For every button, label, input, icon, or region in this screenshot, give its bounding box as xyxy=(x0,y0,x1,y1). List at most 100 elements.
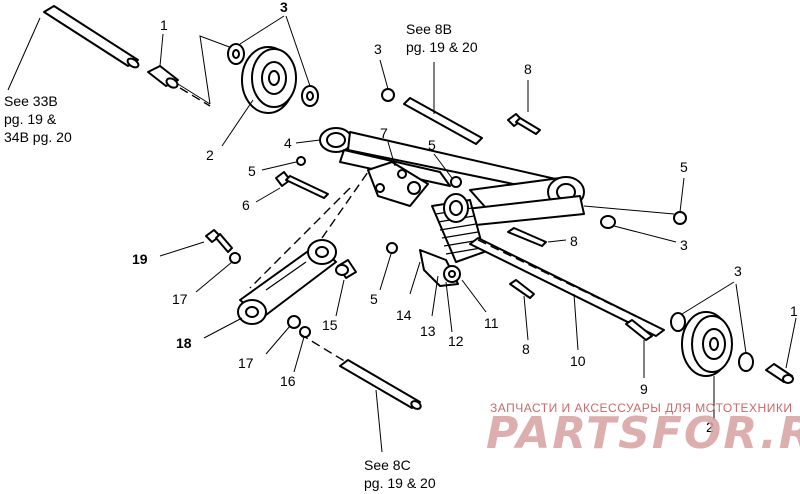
bolt-8-mid xyxy=(507,227,547,247)
washer-3-wheel-right xyxy=(301,85,319,107)
centerline-a xyxy=(249,187,351,289)
ref-33b-line2: pg. 19 & xyxy=(4,111,57,127)
nut-5-mid xyxy=(450,176,462,188)
callout-5-left: 5 xyxy=(248,163,256,179)
ref-33b-line3: 34B pg. 20 xyxy=(4,129,72,145)
callout-1-right: 1 xyxy=(790,303,798,319)
bolt-8-lower xyxy=(509,279,535,299)
leader-1-right xyxy=(785,317,797,369)
spacer-1-top xyxy=(147,65,179,89)
callout-6: 6 xyxy=(242,197,250,213)
callout-5-lower: 5 xyxy=(370,291,378,307)
bracket-7 xyxy=(367,161,429,207)
nut-5-lower xyxy=(386,242,398,254)
leader-15 xyxy=(335,279,345,317)
leader-13 xyxy=(431,275,439,317)
centerline-d xyxy=(477,239,661,329)
upper-sleeve xyxy=(403,97,483,145)
centerline-top xyxy=(179,87,211,107)
washer-3-lower-right xyxy=(738,352,754,372)
bolt-19 xyxy=(205,229,233,253)
callout-19: 19 xyxy=(132,251,148,267)
callout-4: 4 xyxy=(284,135,292,151)
leader-spacer-zig xyxy=(177,83,211,105)
leader-see-8c xyxy=(375,389,383,453)
leader-19 xyxy=(159,241,205,257)
leader-5-right xyxy=(679,177,685,213)
leader-3-lr-b xyxy=(735,283,747,354)
leader-11 xyxy=(461,279,487,313)
ref-8b-line1: See 8B xyxy=(406,21,452,37)
leader-3-top-b xyxy=(285,15,311,87)
leader-10 xyxy=(573,293,579,351)
callout-17-top: 17 xyxy=(172,291,188,307)
bolt-8-top xyxy=(507,113,541,135)
callout-9: 9 xyxy=(640,381,648,397)
watermark-tagline: ЗАПЧАСТИ И АКСЕССУАРЫ ДЛЯ МОТОТЕХНИКИ xyxy=(490,401,792,415)
washer-3-top-left xyxy=(227,43,245,65)
callout-15: 15 xyxy=(322,317,338,333)
leader-7 xyxy=(387,141,396,167)
callout-2-top: 2 xyxy=(206,147,214,163)
leader-zigzag-top xyxy=(199,35,233,105)
callout-13: 13 xyxy=(420,323,436,339)
callout-3-right: 3 xyxy=(680,237,688,253)
lower-shaft xyxy=(339,359,422,410)
leader-2-top xyxy=(221,99,254,147)
leader-5-mid xyxy=(433,153,453,179)
nut-5-right xyxy=(673,211,687,225)
leader-14 xyxy=(409,261,421,295)
washer-3-upper xyxy=(381,88,395,102)
leader-17-top xyxy=(195,261,233,293)
washer-17-top xyxy=(229,252,241,264)
washer-3-right xyxy=(600,215,616,229)
washer-17-bottom xyxy=(287,315,301,329)
leader-12 xyxy=(445,281,453,333)
leader-8-mid xyxy=(547,239,567,243)
ref-8b-line2: pg. 19 & 20 xyxy=(406,39,478,55)
leader-4 xyxy=(295,139,321,144)
leader-3-upper xyxy=(379,59,389,90)
leader-3-top-a xyxy=(239,15,285,45)
callout-8-mid: 8 xyxy=(570,233,578,249)
washer-3-lower-left xyxy=(670,312,686,332)
callout-5-mid: 5 xyxy=(428,137,436,153)
leader-5-left xyxy=(261,161,297,171)
callout-11: 11 xyxy=(484,315,499,331)
leader-axle-right xyxy=(583,205,675,215)
upper-shaft xyxy=(43,5,140,69)
bolt-6 xyxy=(275,171,329,199)
leader-8-lower xyxy=(523,295,529,341)
leader-16 xyxy=(293,336,305,373)
callout-5-right: 5 xyxy=(680,159,688,175)
leader-17-bottom xyxy=(265,325,291,355)
centerline-c xyxy=(299,333,347,363)
ref-8c-line2: pg. 19 & 20 xyxy=(364,475,436,491)
callout-8-lower: 8 xyxy=(522,341,530,357)
spacer-1-right xyxy=(765,363,794,384)
nut-5-left xyxy=(296,156,306,166)
callout-16: 16 xyxy=(280,373,296,389)
callout-7: 7 xyxy=(380,125,388,141)
leader-6 xyxy=(255,187,281,203)
bushing-15 xyxy=(335,259,357,279)
callout-1-top: 1 xyxy=(160,17,168,33)
leader-3-right xyxy=(613,225,677,243)
ref-33b-line1: See 33B xyxy=(4,93,58,109)
callout-3-top-washer: 3 xyxy=(280,0,288,15)
callout-12: 12 xyxy=(448,333,464,349)
idler-wheel-2-bottom xyxy=(681,311,733,377)
centerline-b xyxy=(321,171,369,239)
callout-2-bottom: 2 xyxy=(706,419,714,435)
watermark-brand: PARTSFOR.RU xyxy=(486,408,800,459)
callout-10: 10 xyxy=(570,353,586,369)
callout-3-top-mid: 3 xyxy=(374,41,382,57)
ref-8c-line1: See 8C xyxy=(364,457,411,473)
shock-absorber xyxy=(419,193,485,287)
leader-18 xyxy=(203,317,243,339)
callout-3-lower-right: 3 xyxy=(734,263,742,279)
callout-8-top: 8 xyxy=(524,61,532,77)
leader-see-33b xyxy=(7,17,41,91)
axle-10 xyxy=(469,237,665,337)
